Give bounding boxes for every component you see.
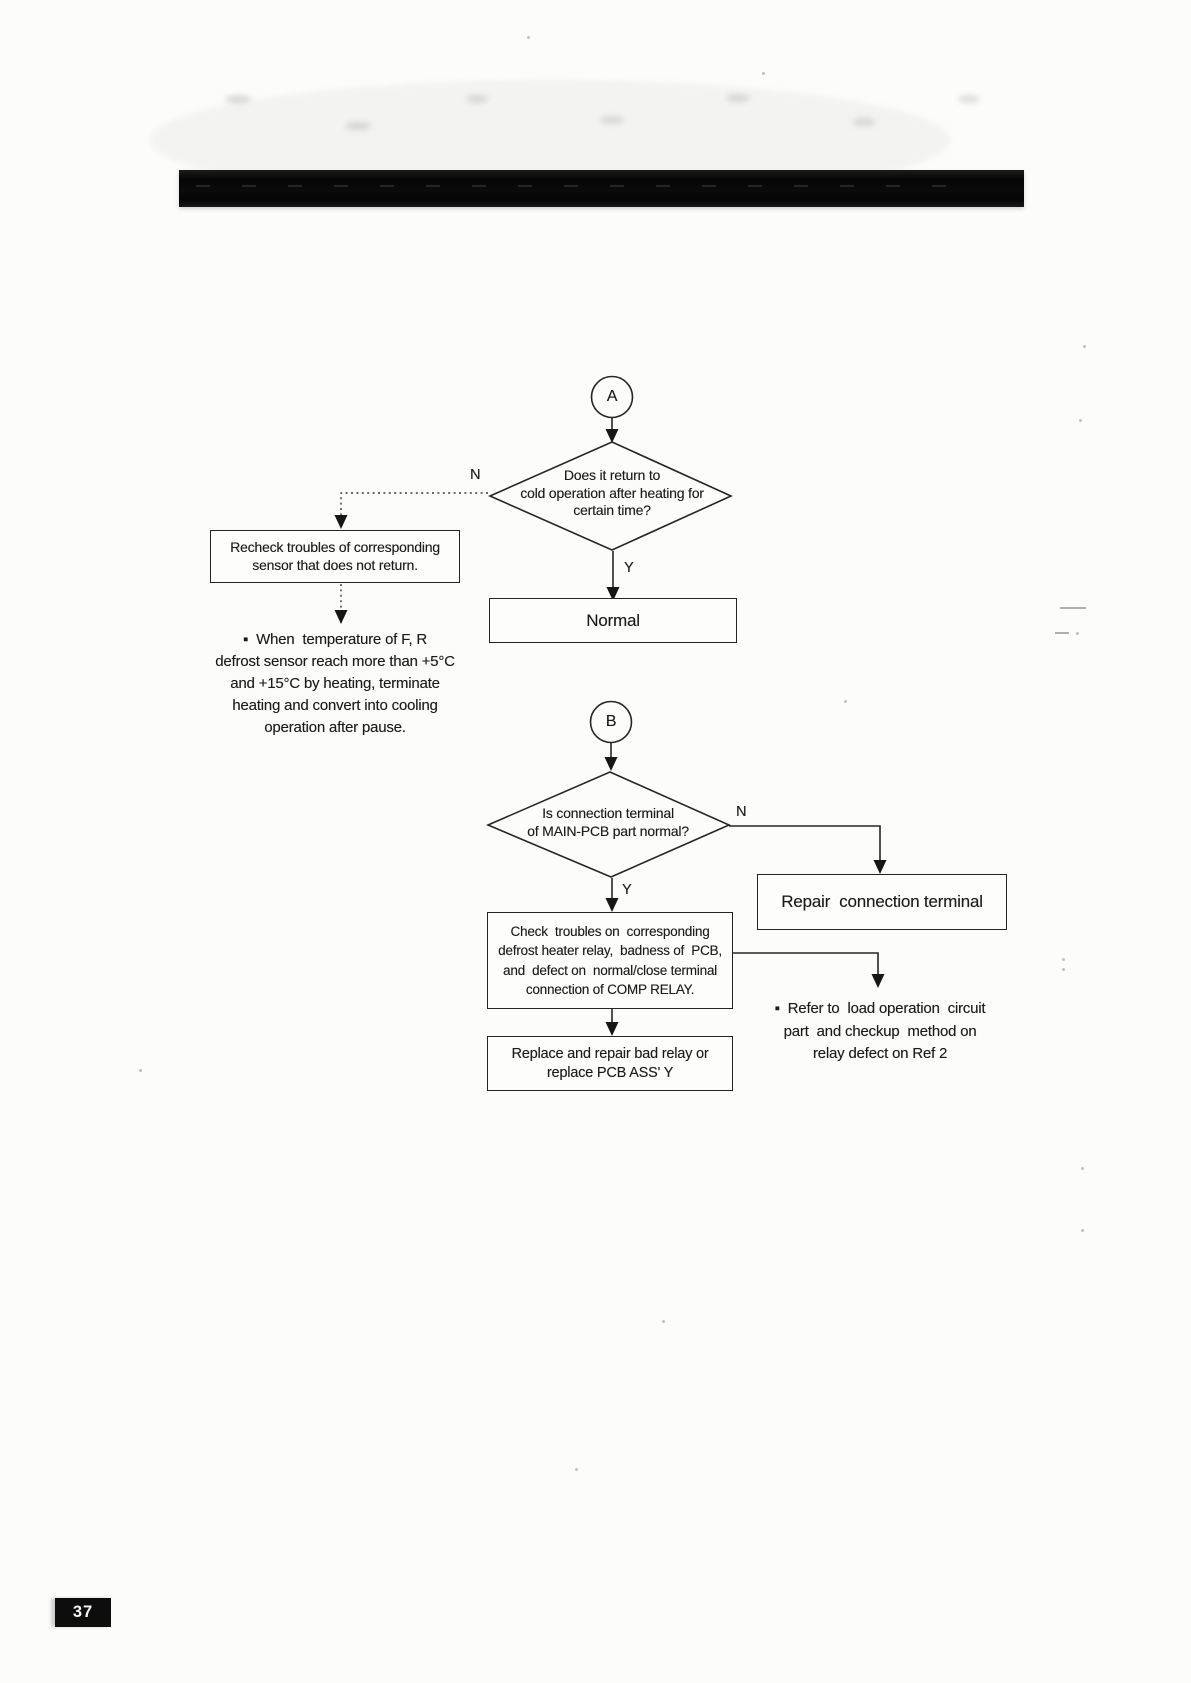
- decision1-diamond: [488, 441, 733, 551]
- note-line: ▪ When temperature of F, R: [243, 631, 427, 648]
- recheck-sensor-box: Recheck troubles of corresponding sensor…: [210, 530, 460, 583]
- note-line: ▪ Refer to load operation circuit: [774, 1000, 986, 1017]
- decision2-no-label: N: [736, 804, 747, 820]
- repair-label: Repair connection terminal: [781, 892, 983, 911]
- note-line: defrost sensor reach more than +5°C: [215, 653, 455, 670]
- decision1-text: Does it return to cold operation after h…: [497, 467, 727, 520]
- scan-artifact: [1060, 607, 1086, 609]
- scan-artifact: [575, 1468, 578, 1471]
- connector-a-label: A: [606, 388, 618, 405]
- connector-b-circle: [589, 700, 633, 744]
- decision1-no-label: N: [470, 467, 481, 483]
- connector-b-label: B: [605, 713, 617, 730]
- decision1-line: cold operation after heating for: [520, 484, 704, 501]
- scan-artifact: [1079, 419, 1082, 422]
- check-line: and defect on normal/close terminal: [503, 962, 717, 978]
- recheck-line: sensor that does not return.: [252, 556, 418, 573]
- page-number-badge: 37: [55, 1598, 111, 1627]
- decision2-diamond: [485, 771, 731, 878]
- replace-line: replace PCB ASS' Y: [546, 1064, 674, 1081]
- section-header-bar: [179, 170, 1024, 207]
- defrost-temperature-note: ▪ When temperature of F, R defrost senso…: [185, 629, 485, 739]
- check-line: connection of COMP RELAY.: [525, 982, 695, 997]
- replace-relay-box: Replace and repair bad relay or replace …: [487, 1036, 733, 1091]
- decision1-line: Does it return to: [563, 467, 661, 483]
- note-line: part and checkup method on: [783, 1022, 977, 1040]
- scan-artifact: [139, 1069, 142, 1072]
- repair-terminal-box: Repair connection terminal: [757, 874, 1007, 930]
- check-to-note-connector: [733, 952, 879, 974]
- recheck-line: Recheck troubles of corresponding: [230, 539, 440, 555]
- check-line: Check troubles on corresponding: [510, 923, 710, 939]
- relay-reference-note: ▪ Refer to load operation circuit part a…: [750, 998, 1010, 1066]
- scan-artifact: [1062, 968, 1065, 971]
- replace-line: Replace and repair bad relay or: [511, 1045, 709, 1062]
- normal-result-box: Normal: [489, 598, 737, 643]
- scan-artifact: [662, 1320, 665, 1323]
- scan-artifact: [1062, 958, 1065, 961]
- page-number: 37: [72, 1603, 94, 1621]
- scan-artifact: [1081, 1167, 1084, 1170]
- decision2-text: Is connection terminal of MAIN-PCB part …: [493, 804, 723, 840]
- normal-label: Normal: [586, 610, 640, 630]
- scan-artifact: [1055, 632, 1069, 634]
- scan-artifact: [1076, 632, 1079, 635]
- decision1-no-connector: [340, 492, 488, 515]
- note-line: operation after pause.: [264, 719, 406, 736]
- scan-artifact: [762, 72, 765, 75]
- decision2-line: Is connection terminal: [542, 805, 674, 821]
- scan-artifact: [844, 700, 847, 703]
- check-line: defrost heater relay, badness of PCB,: [498, 943, 722, 958]
- note-line: relay defect on Ref 2: [812, 1045, 948, 1062]
- decision2-line: of MAIN-PCB part normal?: [527, 823, 689, 839]
- decision1-yes-label: Y: [624, 560, 634, 576]
- check-troubles-box: Check troubles on corresponding defrost …: [487, 912, 733, 1009]
- scan-artifact: [1081, 1229, 1084, 1232]
- decision2-yes-label: Y: [622, 882, 632, 898]
- note-line: heating and convert into cooling: [232, 697, 438, 714]
- scan-artifact: [527, 36, 530, 39]
- decision2-no-connector: [729, 825, 881, 860]
- note-line: and +15°C by heating, terminate: [230, 675, 440, 692]
- scan-artifact: [1083, 345, 1086, 348]
- decision1-line: certain time?: [573, 502, 651, 518]
- connector-a-circle: [590, 375, 634, 419]
